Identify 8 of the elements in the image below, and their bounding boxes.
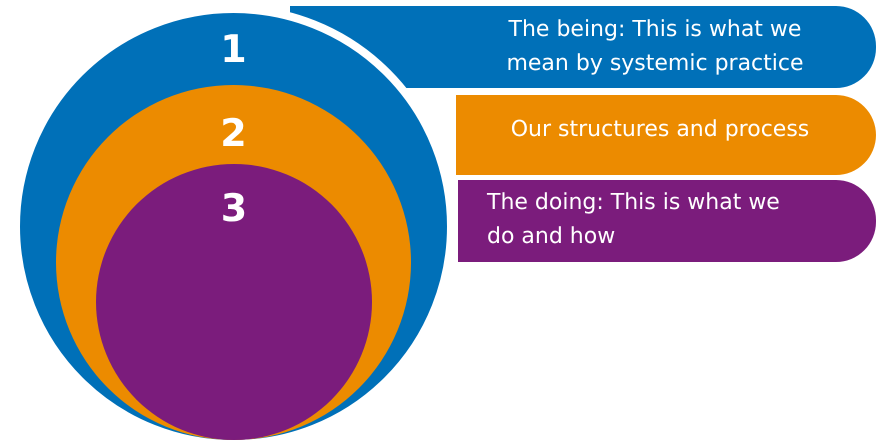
circle-number: 1	[219, 27, 248, 71]
tab-band	[458, 180, 876, 262]
circle-number: 2	[219, 111, 248, 155]
circle-number: 3	[220, 186, 248, 230]
tab-text: Our structures and process	[510, 116, 810, 144]
tab-band	[456, 95, 876, 175]
tab-text: The doing: This is what we do and how	[487, 189, 781, 251]
tab-text: The being: This is what we mean by systemic practice	[505, 16, 805, 78]
